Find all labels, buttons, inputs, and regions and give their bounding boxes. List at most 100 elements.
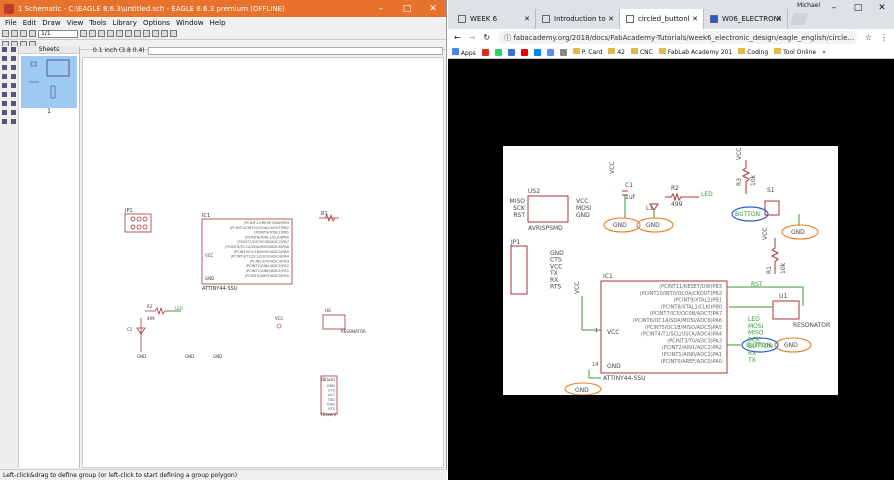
command-line-input[interactable]	[148, 47, 443, 55]
group-tool-icon[interactable]	[11, 56, 16, 61]
bookmark-label: 42	[617, 49, 625, 56]
junction-tool-icon[interactable]	[11, 119, 16, 124]
delete-tool-icon[interactable]	[2, 83, 7, 88]
close-tab-icon[interactable]: ✕	[692, 15, 698, 23]
close-tab-icon[interactable]: ✕	[776, 15, 782, 23]
folder-icon	[774, 48, 782, 54]
save-icon[interactable]	[11, 30, 18, 37]
youtube-icon[interactable]	[520, 48, 528, 56]
avr-right-pin-0: VCC	[576, 198, 588, 205]
close-tab-icon[interactable]: ✕	[608, 15, 614, 23]
ftdi-pin-label-5: RTS	[328, 407, 335, 411]
close-icon[interactable]: ✕	[429, 3, 437, 14]
gnd-circle-4	[774, 337, 812, 353]
rotate-tool-icon[interactable]	[2, 74, 7, 79]
close-tab-icon[interactable]: ✕	[524, 15, 530, 23]
wire-tool-icon[interactable]	[11, 101, 16, 106]
new-tab-button[interactable]	[790, 13, 808, 25]
menu-file[interactable]: File	[5, 18, 17, 27]
bookmark-coding[interactable]: Coding	[738, 48, 768, 56]
window-controls: – □ ✕	[822, 0, 894, 16]
open-icon[interactable]	[2, 30, 9, 37]
maximize-icon[interactable]: □	[853, 3, 863, 13]
board-icon[interactable]	[80, 30, 87, 37]
menu-tools[interactable]: Tools	[89, 18, 107, 27]
maximize-icon[interactable]: □	[402, 3, 412, 14]
status-bar: Left-click&drag to define group (or left…	[0, 469, 447, 480]
name-tool-icon[interactable]	[2, 110, 7, 115]
mail-icon[interactable]	[507, 48, 515, 56]
r2-value: 499	[147, 316, 155, 321]
translate-icon[interactable]	[546, 48, 554, 56]
user-badge[interactable]: Michael	[797, 2, 820, 9]
print-icon[interactable]	[20, 30, 27, 37]
sheet-thumbnail[interactable]	[21, 56, 77, 108]
redo-icon[interactable]	[152, 30, 159, 37]
label-tool-icon[interactable]	[11, 92, 16, 97]
eagle-toolbar: 1/1	[0, 28, 446, 40]
gmail-icon[interactable]	[481, 48, 489, 56]
stop-icon[interactable]	[161, 30, 168, 37]
bookmark-fablab[interactable]: FabLab Academy 201	[658, 48, 732, 56]
mirror-tool-icon[interactable]	[11, 74, 16, 79]
sheet-select[interactable]: 1/1	[38, 29, 78, 38]
whatsapp-icon[interactable]	[494, 48, 502, 56]
chrome-menu-icon[interactable]: ⋮	[880, 33, 888, 42]
menu-edit[interactable]: Edit	[22, 18, 37, 27]
zoom-select-icon[interactable]	[134, 30, 141, 37]
zoom-fit-icon[interactable]	[107, 30, 114, 37]
menu-options[interactable]: Options	[142, 18, 170, 27]
bookmark-tool-online[interactable]: Tool Online	[774, 48, 816, 56]
minimize-icon[interactable]: –	[831, 3, 837, 13]
bookmark-cnc[interactable]: CNC	[630, 48, 653, 56]
zoom-in-icon[interactable]	[116, 30, 123, 37]
tab-week6[interactable]: WEEK 6✕	[452, 9, 536, 29]
back-icon[interactable]: ←	[454, 33, 461, 42]
tab-w06-electronics[interactable]: W06_ELECTRONI✕	[704, 9, 788, 29]
menu-draw[interactable]: Draw	[42, 18, 61, 27]
bookmark-42[interactable]: 42	[608, 48, 625, 56]
undo-icon[interactable]	[143, 30, 150, 37]
more-bookmarks-icon[interactable]: »	[822, 48, 826, 56]
value-tool-icon[interactable]	[11, 110, 16, 115]
cam-icon[interactable]	[29, 30, 36, 37]
add-tool-icon[interactable]	[11, 83, 16, 88]
menu-view[interactable]: View	[66, 18, 84, 27]
info-tool-icon[interactable]	[2, 47, 7, 52]
menu-library[interactable]: Library	[112, 18, 137, 27]
text-tool-icon[interactable]	[2, 101, 7, 106]
bookmark-star-icon[interactable]: ☆	[864, 33, 872, 42]
erc-tool-icon[interactable]	[2, 119, 7, 124]
bookmark-apps[interactable]: Apps	[452, 47, 476, 57]
bookmark-pcard[interactable]: P. Card	[572, 48, 602, 56]
ftdi-pin-0: GND	[550, 250, 564, 257]
zoom-out-icon[interactable]	[125, 30, 132, 37]
ulp-icon[interactable]	[98, 30, 105, 37]
sheets-header: Sheets	[19, 46, 79, 54]
forward-icon[interactable]: →	[468, 33, 476, 42]
show-tool-icon[interactable]	[11, 47, 16, 52]
move-tool-icon[interactable]	[2, 65, 7, 70]
close-icon[interactable]: ✕	[878, 3, 886, 13]
ic1-pin-11: (PCINT0/AREF/ADC0)PA0	[661, 359, 722, 365]
ic1-label: IC1	[603, 273, 613, 280]
menu-window[interactable]: Window	[175, 18, 204, 27]
schematic-canvas[interactable]: JP1 IC1 R1 ATTINY44-SSU VCC GND (PCINT11…	[82, 57, 444, 468]
minimize-icon[interactable]: –	[378, 3, 384, 14]
go-icon[interactable]	[170, 30, 177, 37]
tab-introduction[interactable]: Introduction to✕	[536, 9, 620, 29]
select-tool-icon[interactable]	[2, 56, 7, 61]
tab-circled-button[interactable]: circled_buttonl✕	[620, 9, 704, 29]
messenger-icon[interactable]	[533, 48, 541, 56]
pin-net-4: BUTTON	[748, 343, 773, 350]
reload-icon[interactable]: ↻	[483, 33, 491, 42]
folder-icon	[658, 48, 666, 54]
net-tool-icon[interactable]	[2, 92, 7, 97]
copy-tool-icon[interactable]	[11, 65, 16, 70]
menu-help[interactable]: Help	[209, 18, 226, 27]
script-icon[interactable]	[89, 30, 96, 37]
url-input[interactable]: ⓘ fabacademy.org/2018/docs/FabAcademy-Tu…	[498, 31, 857, 44]
jp1-header	[124, 213, 152, 233]
google-icon[interactable]	[559, 48, 567, 56]
ic1-pin-7: (PCINT4/T1/SCL/USCK/ADC4)PA4	[641, 332, 722, 338]
